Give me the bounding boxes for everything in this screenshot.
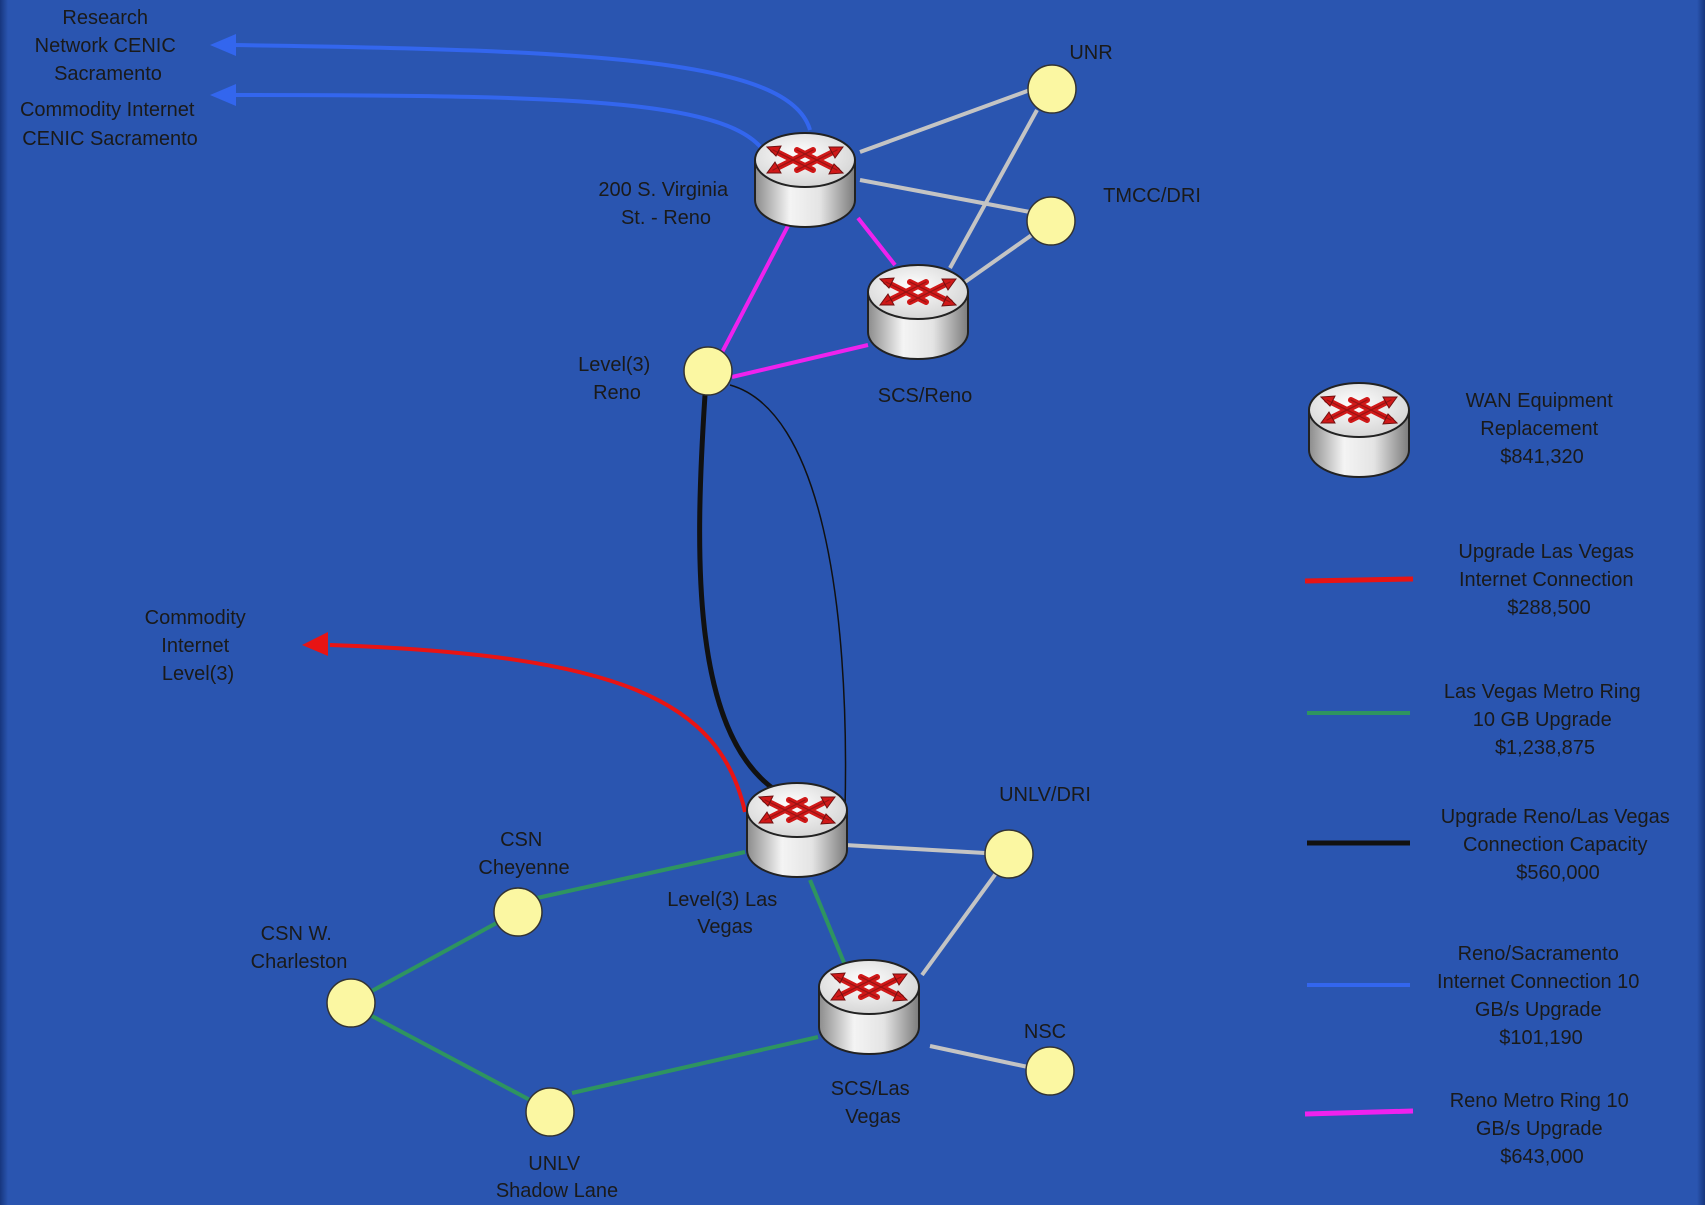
legend-wan-label: WAN Equipment Replacement $841,320 [1466,390,1619,468]
link-commodity-cenic [229,93,774,171]
router-virginia [755,133,855,227]
label-research-cenic: Research Network CENIC Sacramento [35,7,182,85]
site-csn-cheyenne [493,887,543,937]
legend-red-swatch [1304,576,1414,584]
label-unlv-shadow: UNLV Shadow Lane [496,1153,618,1202]
link-level3reno-scsreno [731,343,869,379]
label-unr: UNR [1069,42,1112,64]
legend: WAN Equipment Replacement $841,320 Upgra… [1304,383,1676,1168]
link-scsreno-tmcc [963,230,1038,284]
site-nsc [1025,1046,1075,1096]
router-scs-lv [819,960,919,1054]
legend-green-label: Las Vegas Metro Ring 10 GB Upgrade $1,23… [1444,681,1646,759]
label-csn-cheyenne: CSN Cheyenne [478,829,569,879]
label-commodity-cenic: Commodity Internet CENIC Sacramento [20,99,200,150]
label-tmcc: TMCC/DRI [1103,185,1201,207]
legend-blue-label: Reno/Sacramento Internet Connection 10 G… [1437,943,1645,1049]
link-virginia-level3reno [716,221,792,361]
label-level3-lv: Level(3) Las Vegas [667,889,783,938]
link-commodity-arrow [210,84,236,106]
link-scslv-nsc [929,1044,1029,1069]
link-shadow-scslv [571,1035,819,1095]
link-commodity-level3-arrow [302,632,328,656]
legend-magenta-label: Reno Metro Ring 10 GB/s Upgrade $643,000 [1450,1090,1635,1168]
link-virginia-scsreno [856,216,897,267]
link-research-cenic [229,43,812,131]
legend-black-label: Upgrade Reno/Las Vegas Connection Capaci… [1441,806,1676,884]
site-unlv-shadow [525,1087,575,1137]
site-tmcc [1026,196,1076,246]
link-scsreno-unr [948,109,1039,269]
label-unlv-dri: UNLV/DRI [999,784,1091,806]
link-lv-scslv [808,879,847,966]
link-lv-unlvdri [844,843,986,855]
link-charleston-shadow [369,1013,531,1102]
label-csn-charleston: CSN W. Charleston [251,923,348,973]
link-scslv-unlvdri [920,870,999,977]
router-scs-reno [868,265,968,359]
link-reno-lv-thin [729,384,847,811]
link-virginia-tmcc [859,178,1031,214]
site-unlv-dri [984,829,1034,879]
label-virginia: 200 S. Virginia St. - Reno [598,179,733,229]
label-level3-reno: Level(3) Reno [578,354,656,404]
legend-magenta-swatch [1304,1108,1414,1117]
links [210,34,1039,1102]
link-virginia-unr [859,88,1031,154]
site-csn-charleston [326,978,376,1028]
label-nsc: NSC [1024,1021,1066,1043]
link-cheyenne-charleston [369,918,503,994]
link-lv-cheyenne [536,850,746,900]
link-commodity-level3 [329,643,747,813]
legend-red-label: Upgrade Las Vegas Internet Connection $2… [1458,541,1639,619]
site-unr [1027,64,1077,114]
site-level3-reno [683,346,733,396]
label-commodity-level3: Commodity Internet Level(3) [145,607,252,685]
router-level3-lv [747,783,847,877]
legend-router-icon [1309,383,1409,477]
label-scs-reno: SCS/Reno [878,385,973,407]
link-reno-lv-thick [697,394,777,793]
link-research-arrow [210,34,236,56]
label-scs-lv: SCS/Las Vegas [831,1078,916,1128]
